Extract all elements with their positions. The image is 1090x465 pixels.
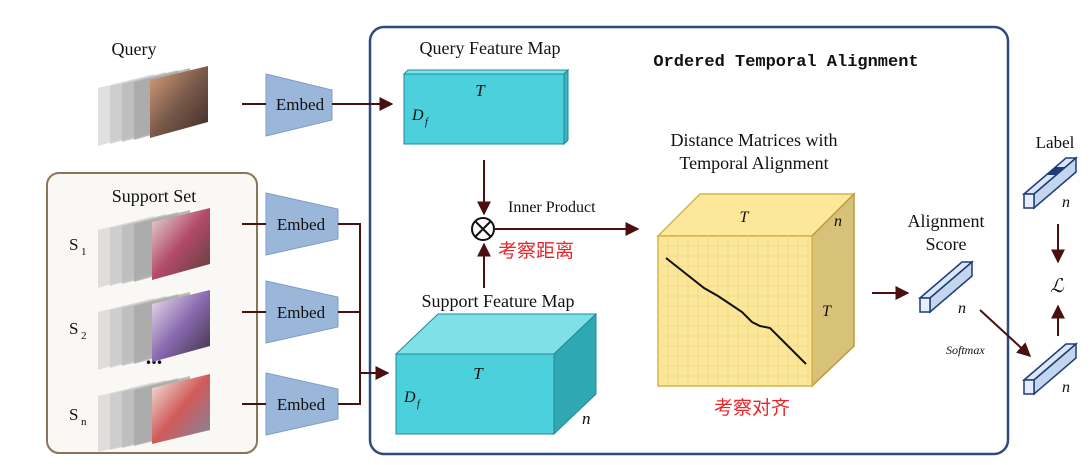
support-row-1-frames (98, 208, 210, 288)
qfm-d-sub: f (425, 117, 429, 128)
alignment-score-line1: Alignment (908, 211, 985, 231)
matrix-n: n (834, 213, 842, 230)
label-vector: n (1021, 156, 1079, 211)
svg-text:Embed: Embed (276, 95, 325, 114)
support-row-2-frames (98, 290, 210, 370)
query-frames (98, 66, 208, 146)
label-n: n (1062, 194, 1070, 211)
output-vector: n (1021, 342, 1079, 396)
svg-text:S: S (69, 319, 78, 338)
svg-text:Embed: Embed (277, 395, 326, 414)
support-row-n-frames (98, 374, 210, 452)
qfm-t: T (475, 81, 486, 100)
otimes-operator (471, 217, 495, 241)
sfm-d: D (403, 389, 416, 406)
ota-panel (368, 25, 1010, 456)
qfm-d: D (411, 107, 424, 124)
arrow-softmax (979, 309, 1032, 357)
score-n: n (958, 300, 966, 317)
ota-title: Ordered Temporal Alignment (653, 53, 918, 72)
embed-support-2: Embed (265, 280, 339, 344)
sfm-n: n (582, 409, 591, 428)
support-row-1-label: S 1 (69, 235, 87, 258)
softmax-label: Softmax (946, 343, 985, 357)
cn-distance-label: 考察距离 (498, 240, 574, 262)
svg-text:S: S (69, 235, 78, 254)
sfm-t: T (473, 364, 484, 383)
embed-support-n: Embed (265, 372, 339, 436)
support-feature-map-title: Support Feature Map (422, 291, 575, 311)
loss-symbol: ℒ (1050, 276, 1065, 297)
alignment-score-vector: n (917, 260, 975, 317)
connector-lines (242, 97, 394, 405)
support-row-n-label: S n (69, 405, 87, 428)
matrix-t-top: T (740, 209, 750, 226)
embed-query: Embed (265, 73, 333, 137)
distance-matrices-title-1: Distance Matrices with (671, 130, 838, 150)
embed-support-1: Embed (265, 192, 339, 256)
svg-text:1: 1 (81, 246, 87, 258)
matrix-t-side: T (822, 303, 832, 320)
inner-product-label: Inner Product (508, 199, 596, 216)
output-n: n (1062, 379, 1070, 396)
svg-text:2: 2 (81, 330, 87, 342)
query-label: Query (112, 39, 157, 59)
sfm-d-sub: f (417, 399, 421, 410)
support-feature-map: T D f n (394, 312, 598, 436)
query-feature-map: T D f (402, 68, 570, 146)
distance-matrix-cube: T n T (656, 192, 856, 388)
svg-text:n: n (81, 416, 87, 428)
alignment-path (665, 257, 807, 365)
query-feature-map-title: Query Feature Map (420, 38, 561, 58)
support-row-2-label: S 2 (69, 319, 87, 342)
svg-text:S: S (69, 405, 78, 424)
label-title: Label (1036, 133, 1075, 152)
alignment-score-line2: Score (926, 234, 967, 254)
support-set-title: Support Set (112, 186, 197, 206)
distance-matrices-title-2: Temporal Alignment (679, 153, 828, 173)
svg-text:Embed: Embed (277, 303, 326, 322)
cn-alignment-label: 考察对齐 (714, 397, 790, 419)
svg-text:Embed: Embed (277, 215, 326, 234)
